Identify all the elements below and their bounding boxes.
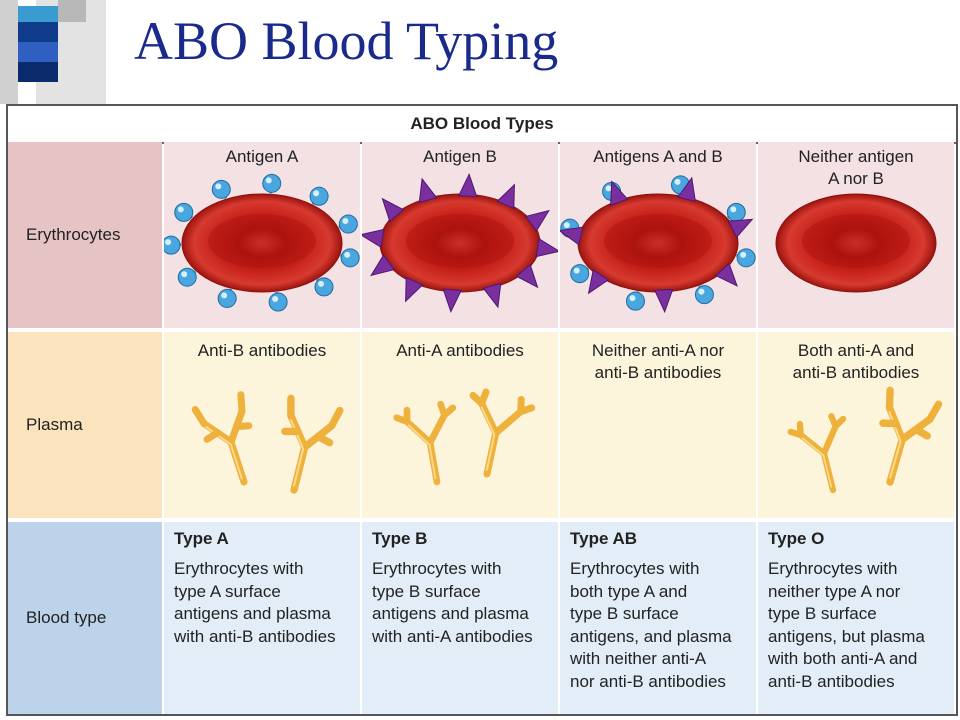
antigen-a-marker xyxy=(177,267,197,287)
erythrocyte-body xyxy=(181,193,343,293)
antigen-b-marker xyxy=(560,226,584,246)
plasma-caption: Neither anti-A nor anti-B antibodies xyxy=(591,341,725,382)
erythrocyte-caption: Antigen A xyxy=(225,147,299,166)
anti-a-and-anti-b-antibodies-icon xyxy=(787,386,943,494)
abo-blood-types-figure: ABO Blood Types Erythrocytes Antigen A A… xyxy=(6,104,958,716)
antigen-a-marker xyxy=(174,202,194,222)
slide-title: ABO Blood Typing xyxy=(134,11,559,71)
erythrocyte-with-antigen-b-icon xyxy=(362,172,558,314)
erythrocyte-caption: Antigens A and B xyxy=(593,147,723,166)
antigen-b-marker xyxy=(418,177,438,204)
plasma-caption: Anti-A antibodies xyxy=(396,341,524,360)
antigen-b-marker xyxy=(442,288,462,314)
type-description: Erythrocytes with neither type A nor typ… xyxy=(768,559,925,691)
plasma-cell-type-a: Anti-B antibodies xyxy=(164,332,360,518)
plasma-cell-type-ab: Neither anti-A nor anti-B antibodies xyxy=(560,332,756,518)
erythrocyte-cell-type-o: Neither antigen A nor B xyxy=(758,142,954,328)
erythrocyte-caption: Antigen B xyxy=(423,147,497,166)
erythrocyte-body xyxy=(775,193,937,293)
type-description: Erythrocytes with both type A and type B… xyxy=(570,559,732,691)
plasma-caption: Both anti-A and anti-B antibodies xyxy=(792,341,920,382)
erythrocyte-no-antigen-icon xyxy=(775,193,937,293)
erythrocyte-cell-type-a: Antigen A xyxy=(164,142,360,328)
antigen-a-marker xyxy=(736,248,756,268)
erythrocyte-with-antigen-a-icon xyxy=(164,173,360,312)
antigen-b-marker xyxy=(370,254,396,277)
anti-a-antibodies-icon xyxy=(393,388,536,486)
antigen-a-marker xyxy=(338,214,358,234)
antigen-b-marker xyxy=(587,269,610,295)
antigen-a-marker xyxy=(570,264,590,284)
antigen-b-marker xyxy=(482,282,502,309)
plasma-row: Plasma Anti-B antibodies Anti-A antibodi… xyxy=(8,332,956,518)
row-label-plasma: Plasma xyxy=(8,332,162,518)
type-name: Type B xyxy=(372,529,428,548)
antigen-a-marker xyxy=(340,248,360,268)
erythrocyte-with-antigens-a-and-b-icon xyxy=(560,175,756,314)
antigen-a-marker xyxy=(217,288,237,308)
blood-type-cell-a: Type A Erythrocytes with type A surface … xyxy=(164,522,360,714)
antibody xyxy=(191,391,253,486)
antigen-b-marker xyxy=(381,197,405,223)
antigen-a-marker xyxy=(694,285,714,305)
antibody xyxy=(879,386,943,486)
antigen-a-marker xyxy=(314,277,334,297)
type-name: Type AB xyxy=(570,529,638,548)
erythrocyte-cell-type-b: Antigen B xyxy=(362,142,558,328)
plasma-cell-type-o: Both anti-A and anti-B antibodies xyxy=(758,332,954,518)
erythrocyte-caption: Neither antigen A nor B xyxy=(798,147,914,188)
antigen-b-marker xyxy=(677,176,696,203)
plasma-caption: Anti-B antibodies xyxy=(197,341,327,360)
row-label-blood-type: Blood type xyxy=(8,522,162,714)
antigen-b-marker xyxy=(524,209,550,232)
antigen-a-marker xyxy=(268,291,288,312)
erythrocytes-row: Erythrocytes Antigen A Antigen B Antigen… xyxy=(8,142,956,328)
slide-decoration xyxy=(0,0,106,104)
row-label-erythrocytes: Erythrocytes xyxy=(8,142,162,328)
type-description: Erythrocytes with type B surface antigen… xyxy=(372,559,533,646)
antigen-b-marker xyxy=(714,262,738,287)
anti-b-antibodies-icon xyxy=(191,391,344,494)
plasma-cell-type-b: Anti-A antibodies xyxy=(362,332,558,518)
antibody xyxy=(393,400,457,486)
antigen-b-marker xyxy=(610,180,629,206)
antigen-a-marker xyxy=(726,202,746,222)
antigen-b-marker xyxy=(727,218,754,239)
antibody xyxy=(281,394,344,494)
antigen-a-marker xyxy=(211,179,231,199)
antigen-b-marker xyxy=(535,237,558,258)
antigen-b-marker xyxy=(362,228,385,249)
antigen-b-marker xyxy=(496,183,515,210)
antigen-b-marker xyxy=(458,172,478,198)
antigen-b-marker xyxy=(405,276,424,303)
antibody xyxy=(469,388,536,478)
blood-type-cell-b: Type B Erythrocytes with type B surface … xyxy=(362,522,558,714)
blood-type-row: Blood type Type A Erythrocytes with type… xyxy=(8,522,956,714)
antigen-a-marker xyxy=(164,235,182,255)
erythrocyte-cell-type-ab: Antigens A and B xyxy=(560,142,756,328)
antigen-b-marker xyxy=(515,263,539,289)
antibody xyxy=(787,413,847,494)
antigen-b-marker xyxy=(653,288,674,314)
type-name: Type A xyxy=(174,529,229,548)
figure-header: ABO Blood Types xyxy=(8,106,956,144)
antigen-a-marker xyxy=(309,186,329,206)
antigen-a-marker xyxy=(625,291,645,311)
erythrocyte-body xyxy=(379,193,541,293)
antigen-a-marker xyxy=(262,173,282,194)
type-description: Erythrocytes with type A surface antigen… xyxy=(174,559,336,646)
blood-type-cell-o: Type O Erythrocytes with neither type A … xyxy=(758,522,954,714)
type-name: Type O xyxy=(768,529,825,548)
blood-type-cell-ab: Type AB Erythrocytes with both type A an… xyxy=(560,522,756,714)
